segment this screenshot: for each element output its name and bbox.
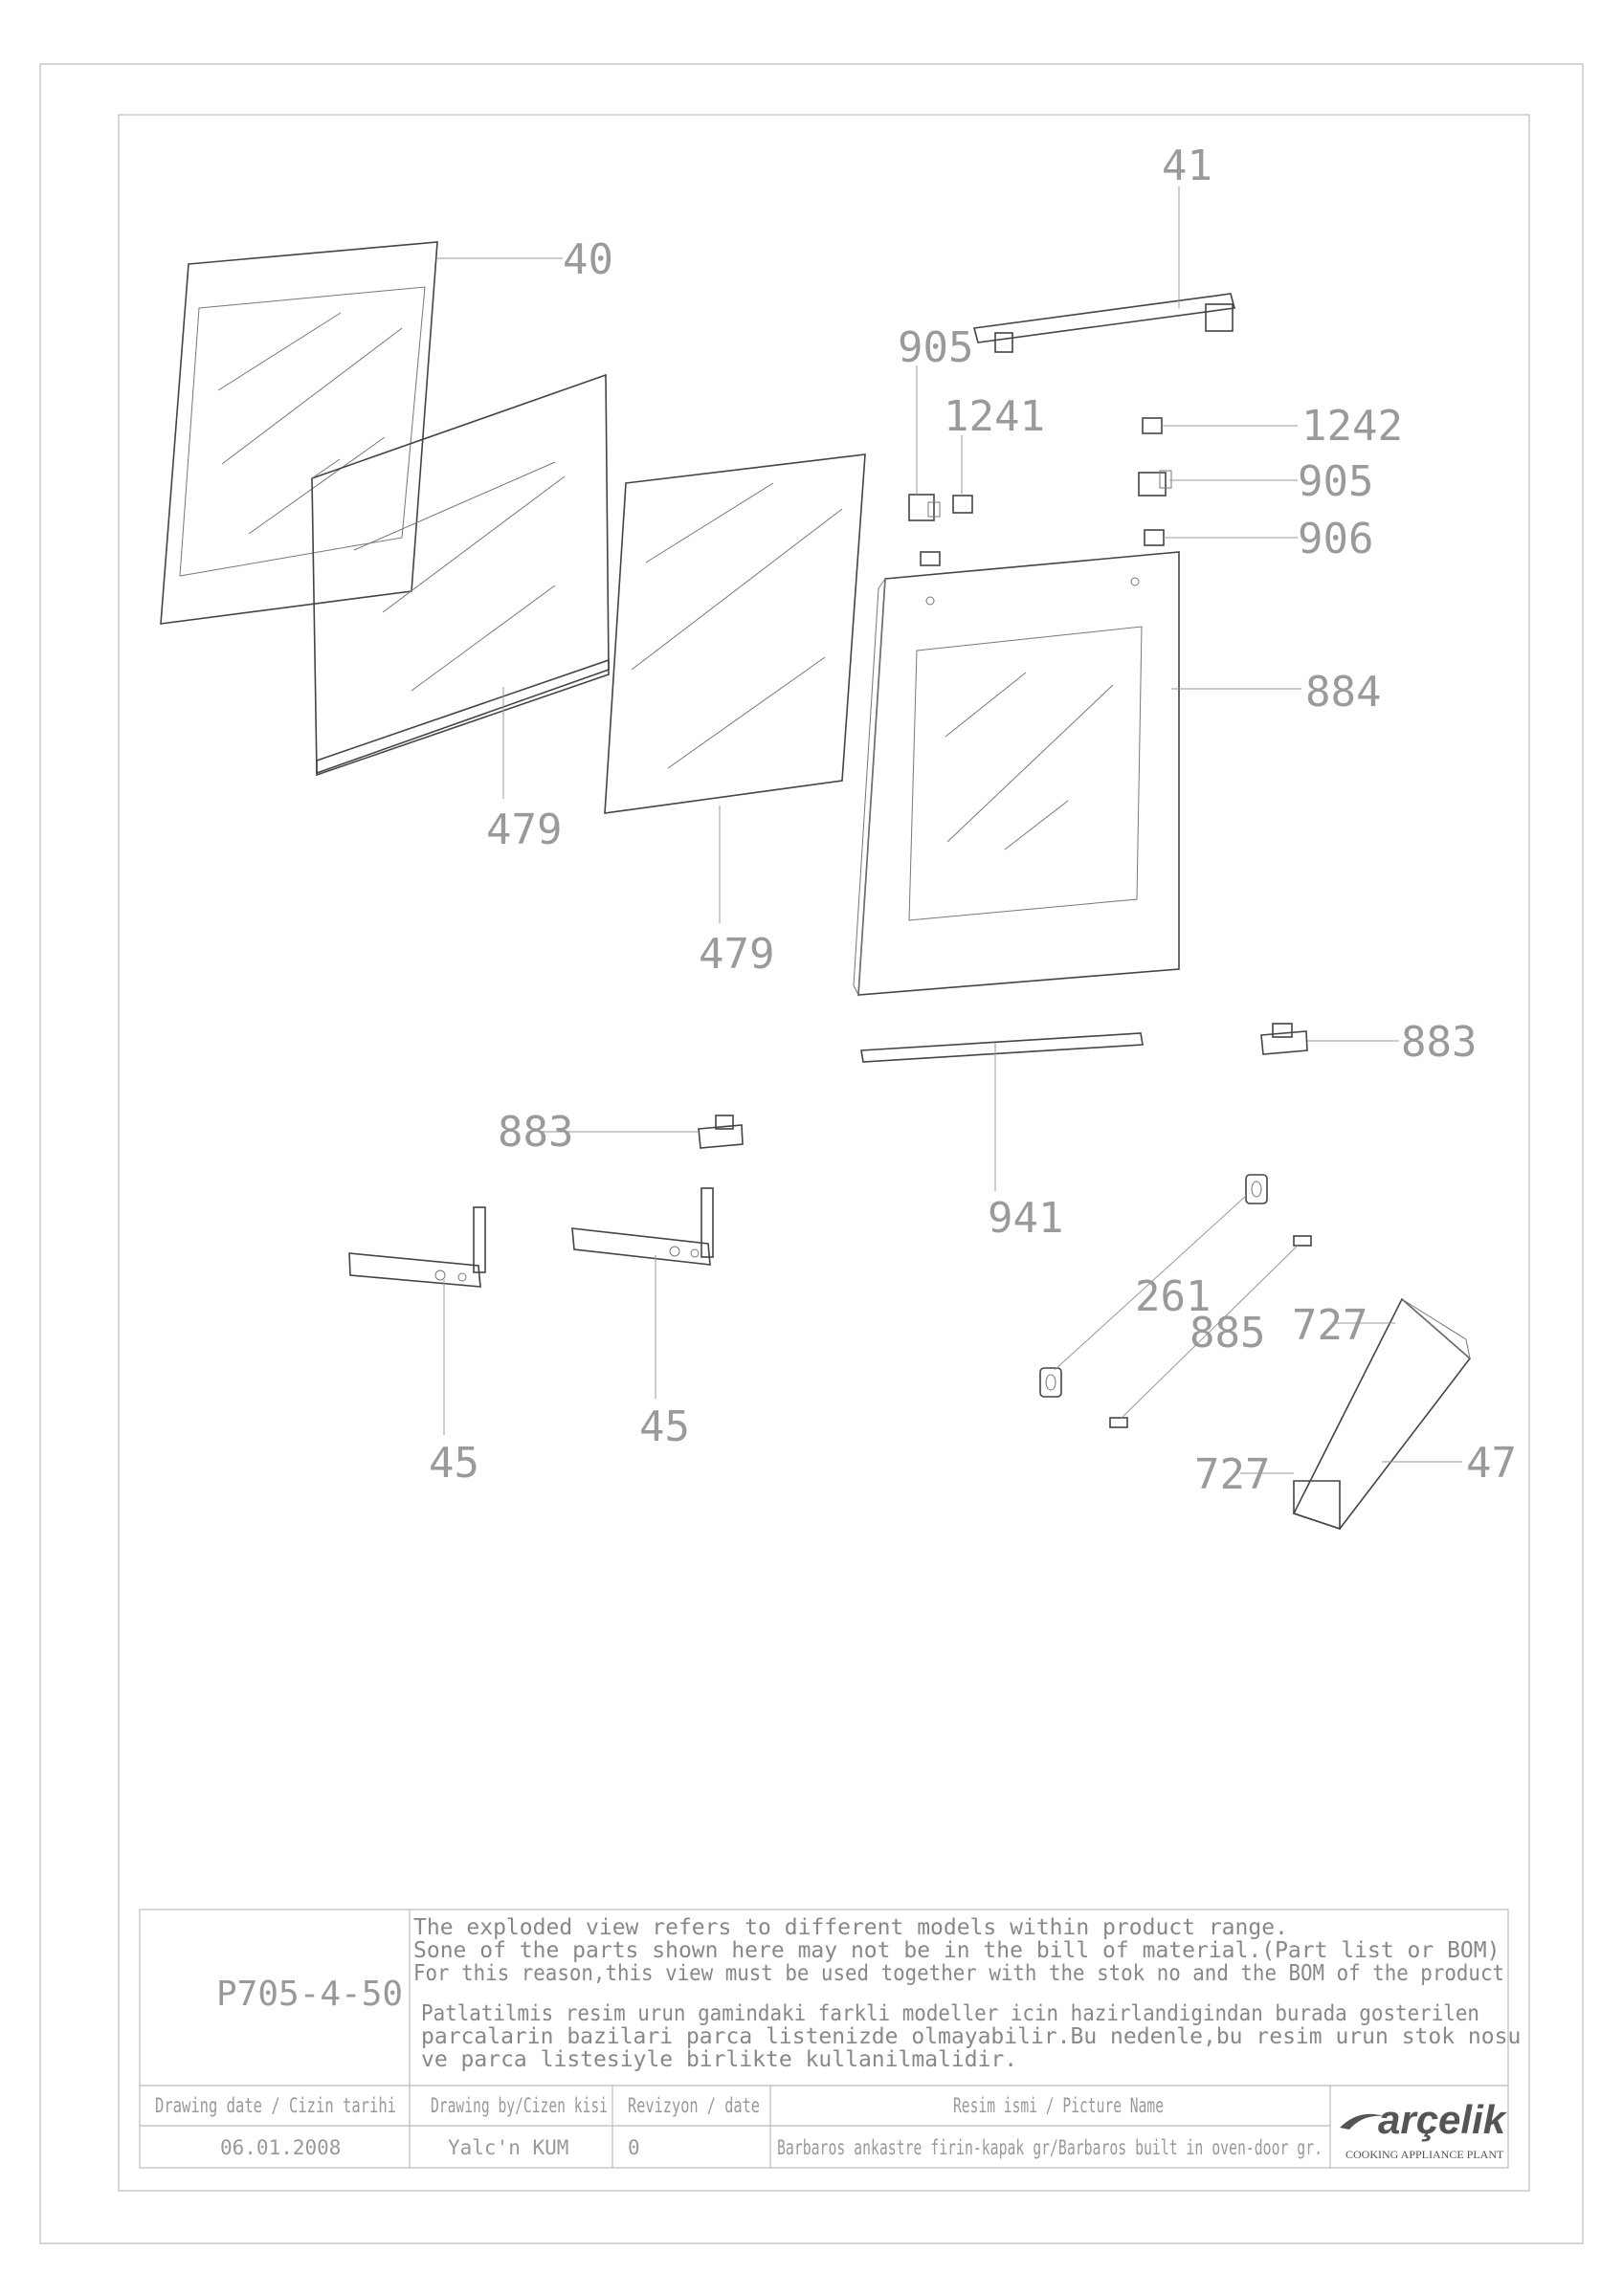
label-part-40: 40 <box>563 235 613 284</box>
title-block: P705-4-50 The exploded view refers to di… <box>139 1909 1521 2169</box>
header-picture-name: Resim ismi / Picture Name <box>953 2094 1164 2117</box>
part-41-top-profile <box>972 293 1236 353</box>
note-en-line-1: The exploded view refers to different mo… <box>413 1915 1288 1940</box>
part-906-clip <box>1144 529 1165 546</box>
note-en-line-3: For this reason,this view must be used t… <box>413 1961 1504 1986</box>
part-1242-clip <box>1142 417 1163 434</box>
drawing-code: P705-4-50 <box>216 1975 403 2014</box>
arcelik-logo: arçelik COOKING APPLIANCE PLANT <box>1340 2097 1508 2161</box>
outer-border <box>39 63 1584 2244</box>
label-part-906: 906 <box>1298 515 1373 563</box>
part-885-screw-bottom <box>1109 1417 1128 1428</box>
value-revision: 0 <box>628 2136 640 2159</box>
part-905-clip-right <box>1138 470 1172 497</box>
value-drawing-by: Yalc'n KUM <box>448 2136 568 2159</box>
label-part-261: 261 <box>1135 1272 1211 1321</box>
brand-name: arçelik <box>1378 2097 1508 2142</box>
part-905-clip-left <box>908 494 941 521</box>
part-884-inner-door <box>853 551 1180 997</box>
part-1241-clip <box>952 495 973 514</box>
label-part-41: 41 <box>1162 142 1212 190</box>
part-45-hinge-right <box>571 1187 714 1266</box>
label-part-884: 884 <box>1305 668 1381 717</box>
label-part-727-top: 727 <box>1292 1301 1367 1350</box>
part-883-hinge-holder-left <box>698 1115 744 1149</box>
part-261-handle-cap-bottom <box>1039 1367 1062 1398</box>
note-tr-line-2: parcalarin bazilari parca listenizde olm… <box>421 2024 1521 2049</box>
label-part-479-a: 479 <box>486 806 562 854</box>
note-tr-line-1: Patlatilmis resim urun gamindaki farkli … <box>421 2001 1479 2026</box>
label-part-941: 941 <box>988 1194 1063 1243</box>
part-941-bottom-strip <box>860 1032 1144 1063</box>
part-885-screw-top <box>1293 1235 1312 1247</box>
note-en-line-2: Sone of the parts shown here may not be … <box>413 1938 1500 1963</box>
label-part-47: 47 <box>1466 1439 1517 1488</box>
label-part-727-bottom: 727 <box>1194 1450 1270 1499</box>
header-drawing-date: Drawing date / Cizin tarihi <box>155 2094 396 2117</box>
label-part-45-left: 45 <box>429 1439 479 1488</box>
part-479-inner-glass-b <box>604 453 866 814</box>
label-part-883-right: 883 <box>1401 1018 1477 1067</box>
label-part-883-left: 883 <box>498 1108 573 1157</box>
label-part-1242: 1242 <box>1301 402 1403 451</box>
label-part-1241: 1241 <box>944 392 1045 441</box>
part-47-door-handle <box>1292 1297 1472 1531</box>
part-479-inner-glass-a <box>311 373 610 777</box>
part-40-outer-glass <box>160 241 438 625</box>
label-part-479-b: 479 <box>699 930 774 979</box>
part-261-handle-cap-top <box>1245 1174 1268 1204</box>
label-part-45-right: 45 <box>639 1402 690 1451</box>
inner-border <box>118 114 1530 2192</box>
value-picture-name: Barbaros ankastre firin-kapak gr/Barbaro… <box>777 2136 1323 2159</box>
label-part-905-right: 905 <box>1298 457 1373 506</box>
logo-swoosh-icon <box>1340 2113 1384 2130</box>
header-revision: Revizyon / date <box>628 2094 760 2117</box>
part-905-clip-lower-left <box>920 551 941 566</box>
part-883-hinge-holder-right <box>1260 1023 1308 1055</box>
value-drawing-date: 06.01.2008 <box>220 2136 341 2159</box>
plant-name: COOKING APPLIANCE PLANT <box>1345 2148 1504 2161</box>
note-tr-line-3: ve parca listesiyle birlikte kullanilmal… <box>421 2047 1017 2072</box>
label-part-905-left: 905 <box>898 323 973 372</box>
header-drawing-by: Drawing by/Cizen kisi <box>431 2094 608 2117</box>
part-45-hinge-left <box>348 1206 486 1288</box>
label-part-885: 885 <box>1189 1309 1265 1358</box>
